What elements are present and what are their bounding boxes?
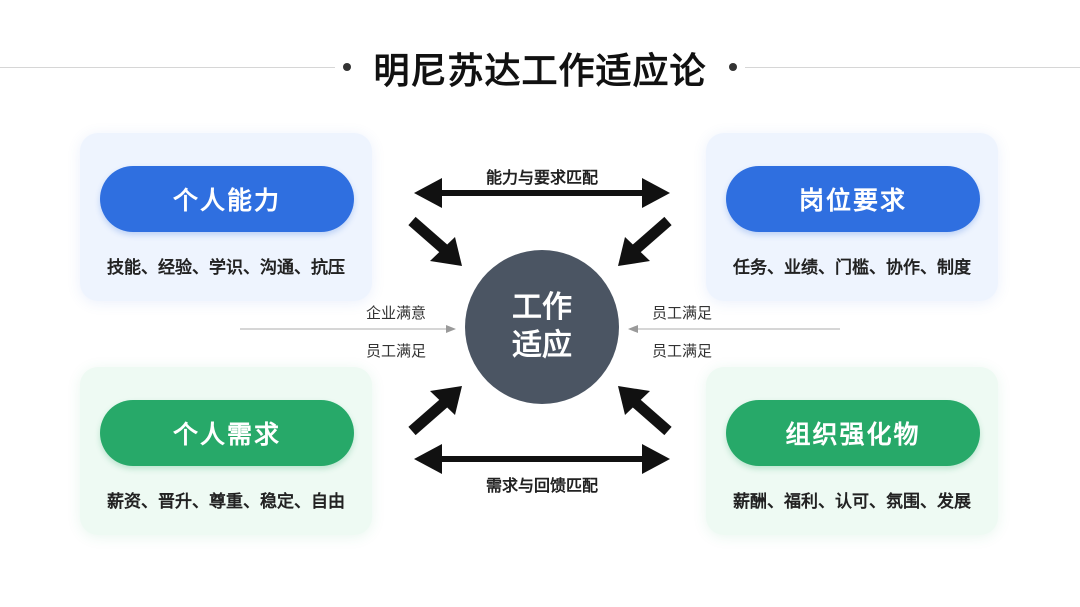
job-requirements-items: 任务、业绩、门槛、协作、制度 bbox=[733, 258, 971, 278]
top-arrow-label: 能力与要求匹配 bbox=[485, 168, 598, 187]
right-label-top: 员工满足 bbox=[652, 304, 713, 322]
card-personal-ability: 个人能力 技能、经验、学识、沟通、抗压 bbox=[80, 133, 372, 301]
title-dot-left bbox=[343, 63, 351, 71]
card-personal-needs: 个人需求 薪资、晋升、尊重、稳定、自由 bbox=[80, 367, 372, 535]
diagonal-arrow-top-left bbox=[408, 216, 462, 266]
bottom-double-arrow bbox=[414, 444, 670, 474]
title-rule-left bbox=[0, 67, 335, 68]
title-rule-right bbox=[745, 67, 1080, 68]
center-circle: 工作 适应 bbox=[465, 250, 619, 404]
bottom-arrow-label: 需求与回馈匹配 bbox=[485, 476, 598, 495]
org-reinforcers-pill: 组织强化物 bbox=[726, 400, 980, 466]
title-dot-right bbox=[729, 63, 737, 71]
personal-ability-items: 技能、经验、学识、沟通、抗压 bbox=[107, 258, 345, 278]
card-org-reinforcers: 组织强化物 薪酬、福利、认可、氛围、发展 bbox=[706, 367, 998, 535]
diagonal-arrow-bottom-left bbox=[408, 386, 462, 436]
job-requirements-pill: 岗位要求 bbox=[726, 166, 980, 232]
personal-ability-pill: 个人能力 bbox=[100, 166, 354, 232]
left-connector-line bbox=[240, 325, 456, 333]
card-job-requirements: 岗位要求 任务、业绩、门槛、协作、制度 bbox=[706, 133, 998, 301]
org-reinforcers-items: 薪酬、福利、认可、氛围、发展 bbox=[733, 492, 971, 512]
diagonal-arrow-bottom-right bbox=[618, 386, 672, 436]
personal-needs-pill: 个人需求 bbox=[100, 400, 354, 466]
personal-needs-items: 薪资、晋升、尊重、稳定、自由 bbox=[107, 492, 345, 512]
right-label-bottom: 员工满足 bbox=[652, 342, 713, 360]
right-connector-line bbox=[628, 325, 840, 333]
top-double-arrow bbox=[414, 178, 670, 208]
diagonal-arrow-top-right bbox=[618, 216, 672, 266]
left-label-top: 企业满意 bbox=[366, 304, 427, 322]
center-text-line2: 适应 bbox=[512, 328, 572, 363]
page-title: 明尼苏达工作适应论 bbox=[373, 51, 707, 92]
left-label-bottom: 员工满足 bbox=[366, 342, 427, 360]
center-text-line1: 工作 bbox=[512, 290, 572, 325]
